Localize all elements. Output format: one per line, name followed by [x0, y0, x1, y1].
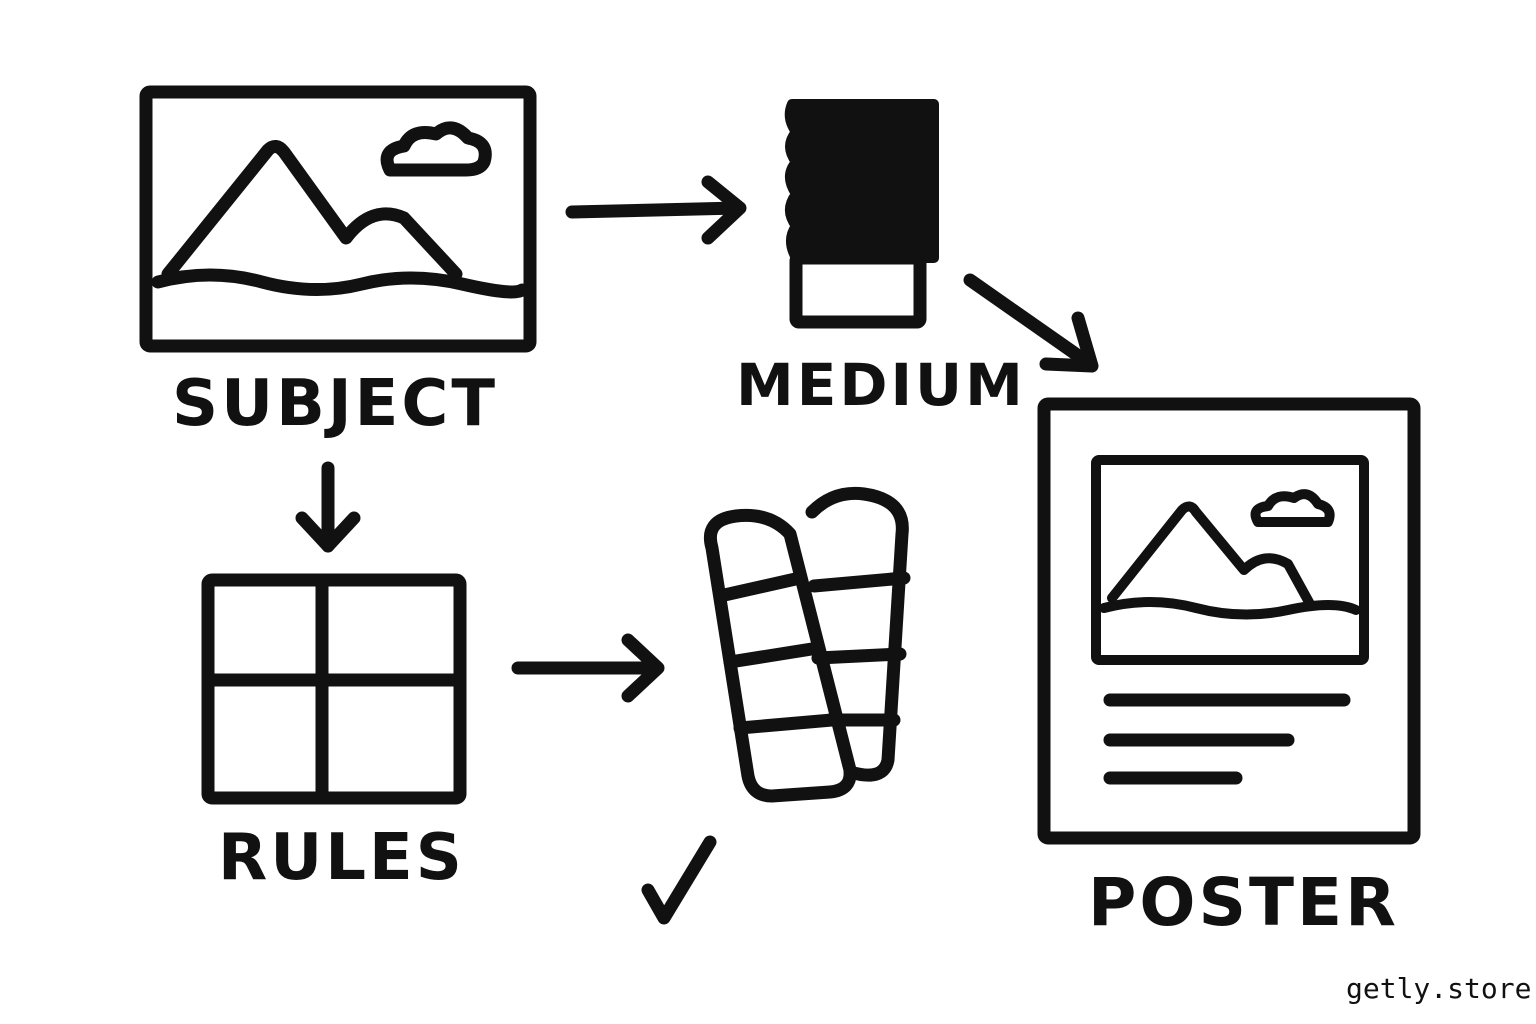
node-label-medium: MEDIUM [736, 351, 1026, 419]
poster-icon [1037, 397, 1421, 845]
paint-tube-icon [784, 99, 939, 329]
node-label-rules: RULES [218, 821, 465, 895]
arrow-medium-to-poster [963, 273, 1099, 373]
arrow-subject-to-rules [295, 461, 361, 553]
node-label-subject: SUBJECT [172, 367, 498, 441]
grid-icon [201, 573, 467, 805]
color-swatch-icon [704, 486, 911, 803]
arrow-rules-to-swatches [511, 633, 665, 703]
watermark-text: getly.store [1346, 972, 1532, 1005]
checkmark-icon [641, 835, 717, 925]
landscape-picture-icon [139, 85, 537, 353]
node-label-poster: POSTER [1088, 864, 1399, 941]
arrow-subject-to-medium [565, 175, 747, 245]
